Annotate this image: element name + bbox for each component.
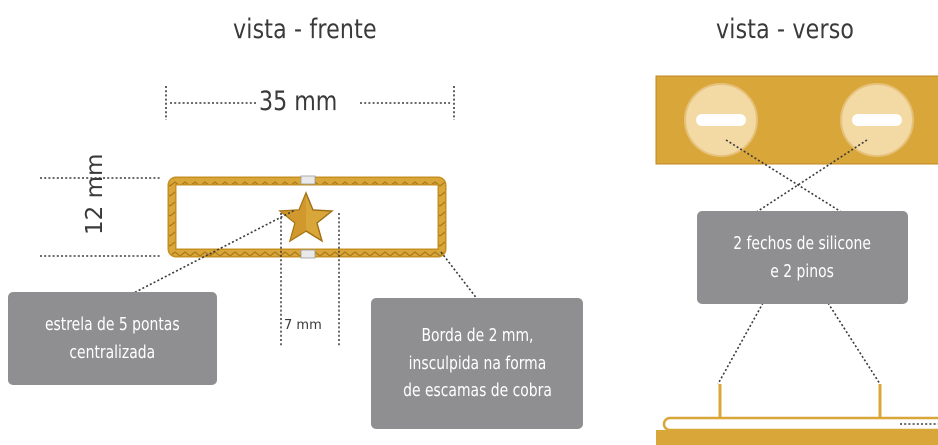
border-callout-line: de escamas de cobra <box>402 380 552 402</box>
clasp-leader-line <box>754 139 868 214</box>
border-callout-box: Borda de 2 mm, insculpida na forma de es… <box>371 298 583 429</box>
star-callout-line: estrela de 5 pontas <box>45 313 180 335</box>
height-label: 12 mm <box>82 153 108 235</box>
silicone-clasp-left-icon <box>684 83 758 157</box>
silicone-clasp-right-icon <box>840 83 914 157</box>
clasp-callout-box: 2 fechos de silicone e 2 pinos <box>697 211 908 304</box>
star-icon <box>278 191 334 243</box>
pin-side-view <box>656 384 938 445</box>
clasp-callout-line: 2 fechos de silicone <box>733 232 872 254</box>
front-view-title: vista - frente <box>233 14 377 45</box>
star-size-label: 7 mm <box>284 318 322 333</box>
width-label: 35 mm <box>259 86 338 117</box>
pin-front <box>167 175 447 259</box>
height-dimension <box>40 177 160 257</box>
back-view-title: vista - verso <box>716 14 855 45</box>
star-dimension <box>280 213 340 346</box>
pin-leader-line <box>827 302 881 385</box>
pin-leader-line <box>717 302 764 385</box>
width-dimension <box>165 86 455 120</box>
border-callout-line: Borda de 2 mm, <box>420 324 533 346</box>
star-callout-box: estrela de 5 pontas centralizada <box>8 292 217 385</box>
clasp-leader-line <box>725 139 844 214</box>
star-leader-line <box>119 209 296 301</box>
clasp-callout-line: e 2 pinos <box>770 260 835 282</box>
star-callout-line: centralizada <box>69 341 156 363</box>
border-leader-line <box>440 251 479 301</box>
border-callout-line: insculpida na forma <box>408 352 546 374</box>
